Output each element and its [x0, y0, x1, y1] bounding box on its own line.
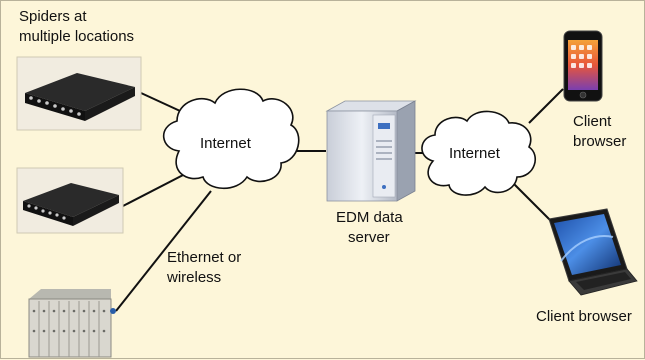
link-spider2-internet	[122, 172, 188, 207]
spider-chassis-3	[28, 289, 116, 358]
client-browser-bottom-label: Client browser	[536, 308, 632, 325]
client-top-line1: Client	[573, 113, 612, 130]
link-internet-laptop	[510, 180, 554, 224]
laptop-icon	[548, 208, 638, 296]
internet-cloud-left	[162, 88, 300, 190]
server-label-line2: server	[348, 229, 390, 246]
spiders-label-line2: multiple locations	[19, 28, 135, 45]
internet-left-label: Internet	[200, 135, 251, 152]
ethernet-label: Ethernet or wireless	[167, 248, 241, 288]
spiders-label-line1: Spiders at	[19, 8, 87, 25]
server-label: EDM data server	[336, 208, 403, 248]
spiders-label: Spiders at multiple locations	[19, 7, 134, 47]
spider-device-2	[16, 167, 124, 234]
server-icon	[325, 100, 417, 202]
ethernet-label-line1: Ethernet or	[167, 249, 242, 266]
client-browser-top-label: Client browser	[573, 112, 626, 152]
link-internet-phone	[528, 88, 564, 124]
internet-right-label: Internet	[449, 145, 500, 162]
link-spider3-internet	[115, 190, 212, 312]
internet-cloud-right	[421, 110, 537, 196]
spider-device-1	[16, 56, 142, 131]
ethernet-label-line2: wireless	[167, 269, 222, 286]
server-label-line1: EDM data	[336, 209, 403, 226]
smartphone-icon	[563, 30, 603, 102]
client-top-line2: browser	[573, 133, 627, 150]
